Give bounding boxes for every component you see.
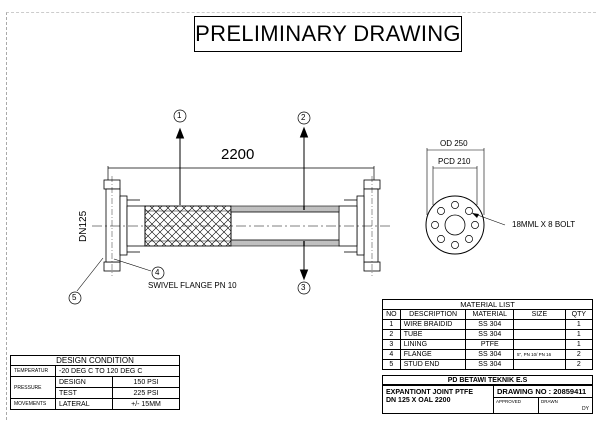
test-value: 225 PSI — [112, 387, 180, 399]
approved-label: APPROVED — [493, 398, 538, 413]
cell-material: SS 304 — [465, 349, 515, 360]
cell-no: 2 — [382, 329, 401, 340]
table-row: 3 LINING PTFE 1 — [382, 339, 594, 350]
pcd-label: PCD 210 — [438, 157, 471, 166]
design-value: 150 PSI — [112, 376, 180, 388]
cell-size — [513, 319, 566, 330]
cell-material: SS 304 — [465, 359, 515, 370]
balloon-3-number: 3 — [301, 283, 306, 292]
balloon-1-number: 1 — [177, 111, 182, 120]
temperature-label: TEMPERATUR — [10, 365, 56, 377]
cell-qty: 1 — [564, 319, 594, 330]
cell-material: PTFE — [465, 339, 515, 350]
table-row: PRESSURE DESIGN 150 PSI — [10, 376, 180, 399]
balloon-4 — [151, 266, 165, 280]
cell-material: SS 304 — [465, 329, 515, 340]
cell-size — [513, 359, 566, 370]
cell-size — [513, 339, 566, 350]
design-condition-title: DESIGN CONDITION — [10, 355, 180, 366]
design-label: DESIGN — [55, 376, 113, 388]
table-row: MOVEMENTS LATERAL +/- 15MM — [10, 398, 180, 410]
cell-no: 3 — [382, 339, 401, 350]
cell-description: STUD END — [399, 359, 467, 370]
table-row: 4 FLANGE SS 304 5", PN 10/ PN 16 2 — [382, 349, 594, 360]
drawing-frame — [6, 12, 596, 420]
od-label: OD 250 — [440, 139, 468, 148]
cell-description: TUBE — [399, 329, 467, 340]
col-size: SIZE — [513, 309, 566, 320]
project-line-2: DN 125 X OAL 2200 — [386, 397, 451, 404]
col-description: DESCRIPTION — [399, 309, 467, 320]
drawn-by: DY — [582, 406, 589, 412]
drawing-number: DRAWING NO : 20859411 — [493, 386, 592, 398]
col-no: NO — [382, 309, 401, 320]
cell-no: 4 — [382, 349, 401, 360]
bolt-label: 18MML X 8 BOLT — [512, 220, 576, 229]
balloon-5 — [68, 291, 82, 305]
material-list-table: MATERIAL LIST NO DESCRIPTION MATERIAL SI… — [382, 299, 594, 370]
cell-no: 1 — [382, 319, 401, 330]
dn-label: DN125 — [78, 210, 89, 242]
cell-description: FLANGE — [399, 349, 467, 360]
balloon-5-number: 5 — [72, 293, 77, 302]
table-row: 5 STUD END SS 304 2 — [382, 359, 594, 370]
temperature-value: -20 DEG C TO 120 DEG C — [55, 365, 180, 377]
test-label: TEST — [55, 387, 113, 399]
company-name: PD BETAWI TEKNIK E.S — [382, 375, 593, 385]
balloon-2-number: 2 — [301, 113, 306, 122]
cell-description: LINING — [399, 339, 467, 350]
table-row: 1 WIRE BRAIDID SS 304 1 — [382, 319, 594, 330]
balloon-3 — [297, 281, 311, 295]
movements-label: MOVEMENTS — [10, 398, 56, 410]
cell-qty: 2 — [564, 359, 594, 370]
project-line-1: EXPANTIONT JOINT PTFE — [386, 389, 473, 396]
balloon-2 — [297, 111, 311, 125]
col-material: MATERIAL — [465, 309, 515, 320]
cell-no: 5 — [382, 359, 401, 370]
cell-qty: 2 — [564, 349, 594, 360]
cell-qty: 1 — [564, 329, 594, 340]
drawn-label: DRAWN — [538, 398, 592, 413]
table-row: TEST 225 PSI — [11, 387, 180, 399]
cell-qty: 1 — [564, 339, 594, 350]
col-qty: QTY — [564, 309, 594, 320]
flange-end-view — [425, 148, 506, 255]
project-title: EXPANTIONT JOINT PTFE DN 125 X OAL 2200 — [386, 389, 473, 405]
design-condition-table: DESIGN CONDITION TEMPERATUR -20 DEG C TO… — [10, 355, 180, 410]
swivel-flange-label: SWIVEL FLANGE PN 10 — [148, 281, 237, 290]
balloon-4-number: 4 — [155, 268, 160, 277]
cell-size: 5", PN 10/ PN 16 — [513, 349, 566, 360]
page-title: PRELIMINARY DRAWING — [194, 16, 462, 52]
length-label: 2200 — [221, 146, 255, 163]
material-list-header-row: NO DESCRIPTION MATERIAL SIZE QTY — [382, 309, 594, 320]
cell-description: WIRE BRAIDID — [399, 319, 467, 330]
lateral-value: +/- 15MM — [112, 398, 180, 410]
length-dimension — [107, 166, 375, 182]
cell-size — [513, 329, 566, 340]
callout-arrows — [175, 126, 309, 281]
title-block: EXPANTIONT JOINT PTFE DN 125 X OAL 2200 … — [382, 385, 593, 414]
table-row: 2 TUBE SS 304 1 — [382, 329, 594, 340]
pressure-label: PRESSURE — [10, 376, 56, 399]
balloon-1 — [173, 109, 187, 123]
material-list-title: MATERIAL LIST — [382, 299, 593, 310]
cell-material: SS 304 — [465, 319, 515, 330]
table-row: TEMPERATUR -20 DEG C TO 120 DEG C — [10, 365, 180, 377]
lateral-label: LATERAL — [55, 398, 113, 410]
